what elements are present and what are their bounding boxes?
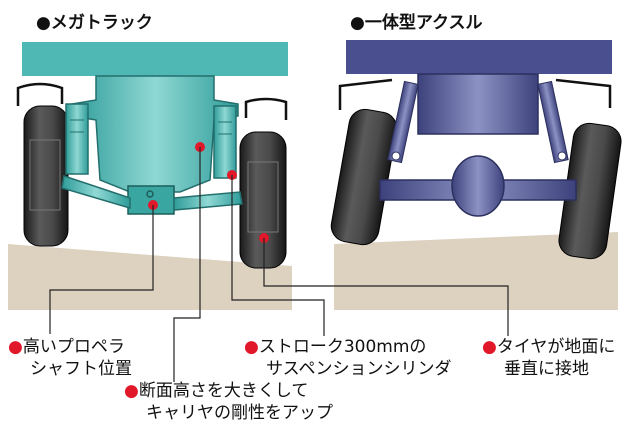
- callout-tire-line1: タイヤが地面に: [496, 337, 616, 357]
- fender-left-1: [16, 82, 64, 106]
- axle-carrier: [71, 75, 239, 193]
- truck-body-right: [346, 40, 612, 74]
- tire-left-1: [23, 105, 69, 247]
- callout-leader-lines: [49, 147, 509, 382]
- title-mega-truck: ●メガトラック: [36, 13, 153, 33]
- title-solid-axle: ●一体型アクスル: [350, 13, 483, 33]
- marker-bullet: ●: [8, 337, 23, 357]
- callout-carrier: ●断面高さを大きくして キャリヤの剛性をアップ: [124, 380, 333, 424]
- callout-cylinder-line1: ストローク300mmの: [258, 337, 427, 357]
- solid-axle-illustration: [330, 40, 622, 310]
- fender-right-2: [555, 78, 612, 108]
- marker-bullet: ●: [244, 337, 259, 357]
- ground-left: [8, 244, 292, 310]
- callout-propshaft-line2: シャフト位置: [30, 359, 132, 379]
- callout-cylinder: ●ストローク300mmの サスペンションシリンダ: [244, 336, 451, 380]
- callout-carrier-line1: 断面高さを大きくして: [138, 381, 309, 401]
- fender-left-2: [244, 97, 288, 120]
- tire-right-1: [330, 108, 398, 246]
- marker-bullet: ●: [124, 381, 139, 401]
- callout-propshaft-line1: 高いプロペラ: [22, 337, 125, 357]
- callout-propshaft: ●高いプロペラ シャフト位置: [8, 336, 132, 380]
- callout-carrier-line2: キャリヤの剛性をアップ: [146, 403, 333, 423]
- mega-truck-illustration: [8, 42, 292, 310]
- tire-left-2: [239, 131, 287, 269]
- ground-right: [334, 232, 618, 310]
- truck-body-left: [22, 42, 288, 76]
- marker-bullet: ●: [482, 337, 497, 357]
- callout-cylinder-line2: サスペンションシリンダ: [266, 359, 452, 379]
- callout-tire: ●タイヤが地面に 垂直に接地: [482, 336, 615, 380]
- callout-tire-line2: 垂直に接地: [504, 359, 589, 379]
- fender-right-1: [338, 78, 393, 110]
